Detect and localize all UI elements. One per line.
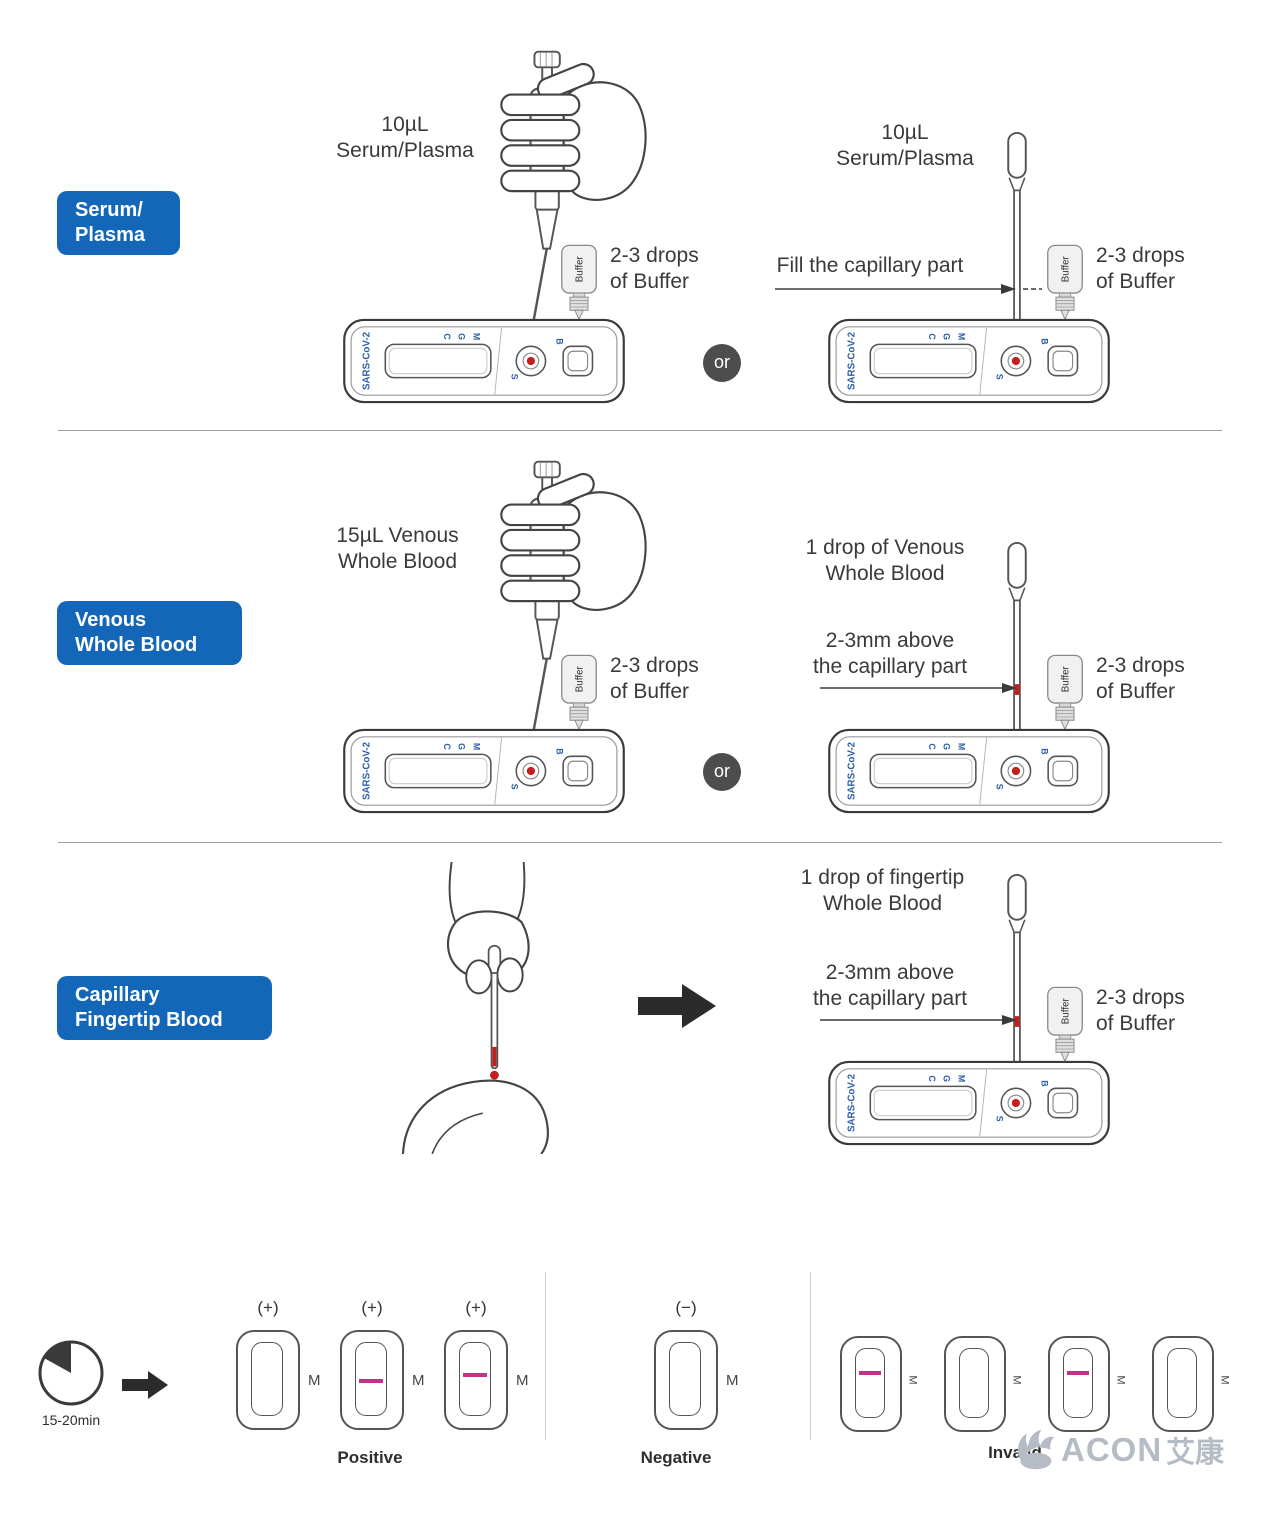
result-arrow-icon	[122, 1371, 168, 1399]
result-cassette	[840, 1336, 902, 1432]
test-cassette	[828, 728, 1110, 814]
fill-capillary-note: Fill the capillary part	[776, 254, 964, 277]
timer-clock-icon	[38, 1340, 104, 1406]
pipette-hand-illustration	[500, 50, 647, 347]
m-line-marker: M	[1010, 1375, 1023, 1385]
capillary-level-arrow	[820, 1015, 1017, 1025]
result-cassette	[1152, 1336, 1214, 1432]
result-window	[1167, 1348, 1197, 1418]
fill-capillary-arrow	[775, 284, 1042, 294]
negative-label: Negative	[640, 1448, 712, 1467]
acon-logo-icon	[1018, 1429, 1055, 1470]
timer-text: 15-20min	[41, 1412, 101, 1428]
m-line-marker: M	[906, 1375, 919, 1385]
result-cassette	[944, 1336, 1006, 1432]
or-connector: or	[703, 344, 741, 382]
m-line-marker: M	[308, 1372, 321, 1389]
m-line-marker: M	[1218, 1375, 1231, 1385]
watermark-brand-text: ACON	[1061, 1431, 1163, 1468]
test-cassette	[343, 728, 625, 814]
section-label-line: Serum/	[75, 199, 143, 221]
capillary-level-note: 2-3mm above the capillary part	[812, 961, 968, 1010]
section-divider	[58, 430, 1222, 431]
m-line-marker: M	[516, 1372, 529, 1389]
capillary-level-arrow	[820, 683, 1017, 693]
result-cassette	[444, 1330, 508, 1430]
result-cassette	[236, 1330, 300, 1430]
test-cassette	[828, 318, 1110, 404]
result-cassette	[654, 1330, 718, 1430]
test-cassette	[343, 318, 625, 404]
section-label-capillary-fingertip-blood: Capillary Fingertip Blood	[57, 976, 272, 1040]
section-label-serum-plasma: Serum/ Plasma	[57, 191, 180, 255]
sample-volume-text: 10µL Serum/Plasma	[336, 113, 474, 162]
result-sign: (−)	[675, 1298, 697, 1317]
result-cassette	[1048, 1336, 1110, 1432]
sample-volume-text: 10µL Serum/Plasma	[836, 121, 974, 170]
buffer-drops-text: 2-3 drops of Buffer	[1096, 986, 1185, 1035]
positive-label: Positive	[337, 1448, 403, 1467]
next-step-arrow-icon	[638, 984, 716, 1028]
buffer-drops-text: 2-3 drops of Buffer	[1096, 654, 1185, 703]
result-window	[669, 1342, 701, 1416]
acon-watermark: ACON 艾康	[1012, 1428, 1224, 1472]
m-line-marker: M	[412, 1372, 425, 1389]
results-divider	[810, 1272, 811, 1440]
watermark-cn-text: 艾康	[1166, 1437, 1225, 1469]
buffer-drops-text: 2-3 drops of Buffer	[610, 244, 699, 293]
result-window	[1063, 1348, 1093, 1418]
result-sign: (+)	[465, 1298, 487, 1317]
section-label-line: Plasma	[75, 224, 146, 246]
result-window	[459, 1342, 491, 1416]
capillary-level-note: 2-3mm above the capillary part	[812, 629, 968, 678]
sample-volume-text: 1 drop of fingertip Whole Blood	[800, 866, 965, 915]
buffer-drops-text: 2-3 drops of Buffer	[1096, 244, 1185, 293]
buffer-drops-text: 2-3 drops of Buffer	[610, 654, 699, 703]
section-divider	[58, 842, 1222, 843]
m-line-marker: M	[1114, 1375, 1127, 1385]
or-connector: or	[703, 753, 741, 791]
section-label-venous-whole-blood: Venous Whole Blood	[57, 601, 242, 665]
sample-volume-text: 15µL Venous Whole Blood	[336, 524, 459, 573]
test-cassette	[828, 1060, 1110, 1146]
result-window	[855, 1348, 885, 1418]
result-window	[959, 1348, 989, 1418]
result-cassette	[340, 1330, 404, 1430]
pipette-hand-illustration	[500, 460, 647, 757]
fingertip-collection-illustration	[401, 862, 550, 1154]
results-divider	[545, 1272, 546, 1440]
m-line-marker: M	[726, 1372, 739, 1389]
result-window	[355, 1342, 387, 1416]
sample-volume-text: 1 drop of Venous Whole Blood	[805, 536, 965, 585]
result-window	[251, 1342, 283, 1416]
result-sign: (+)	[361, 1298, 383, 1317]
result-sign: (+)	[257, 1298, 279, 1317]
